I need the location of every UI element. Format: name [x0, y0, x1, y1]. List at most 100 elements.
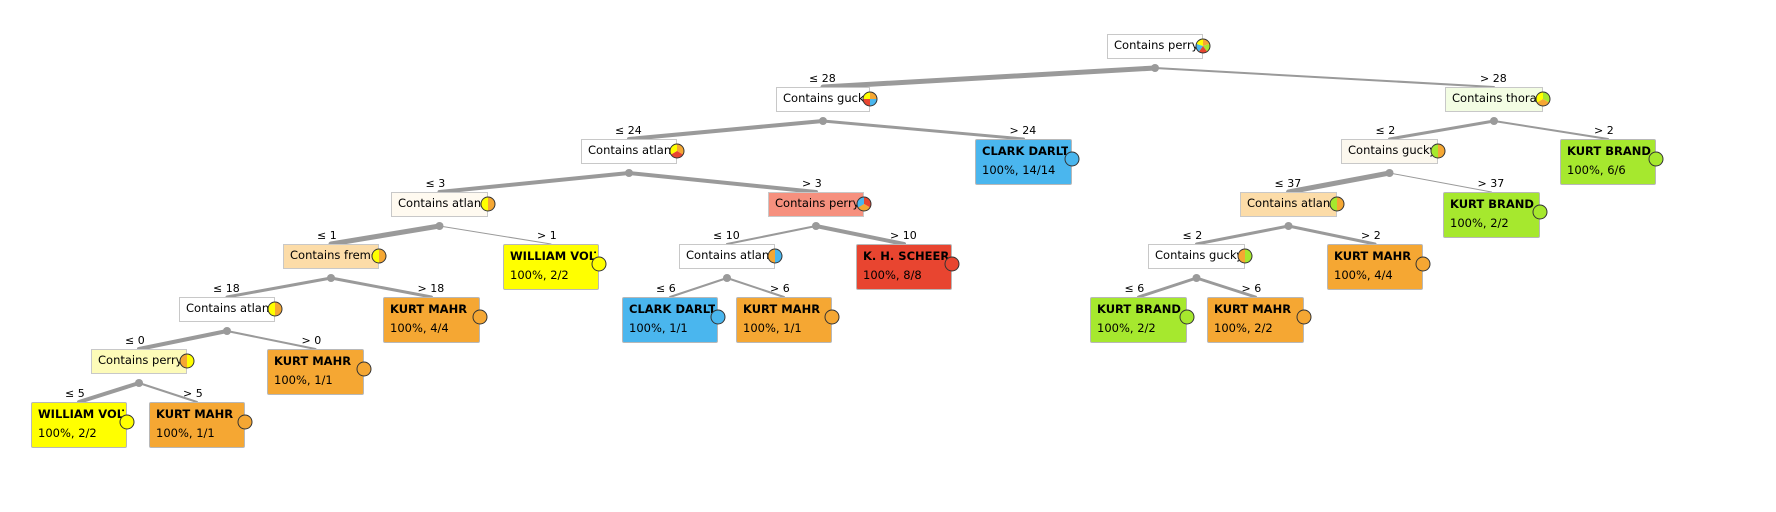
split-condition-label: Contains gucky	[1155, 248, 1244, 262]
leaf-node[interactable]: CLARK DARLTON100%, 14/14	[975, 139, 1072, 185]
split-condition-label: Contains gucky	[1348, 143, 1437, 157]
leaf-node[interactable]: CLARK DARLTON100%, 1/1	[622, 297, 718, 343]
edge-threshold-label: ≤ 6	[656, 282, 676, 295]
pie-outline	[179, 353, 195, 369]
leaf-node[interactable]: WILLIAM VOLTZ100%, 2/2	[503, 244, 599, 290]
split-junction-dot	[1385, 169, 1394, 177]
leaf-stats-label: 100%, 2/2	[1214, 321, 1273, 335]
tree-edge	[726, 277, 785, 298]
split-node[interactable]: Contains fremde	[283, 244, 379, 269]
edge-threshold-label: ≤ 24	[615, 124, 642, 137]
edge-threshold-label: > 1	[537, 229, 557, 242]
class-distribution-pie-icon	[1329, 196, 1345, 212]
class-distribution-pie-icon	[591, 256, 607, 272]
pie-outline	[1648, 151, 1664, 167]
leaf-stats-label: 100%, 2/2	[1097, 321, 1156, 335]
split-condition-label: Contains gucky	[783, 91, 870, 105]
tree-edge	[1286, 170, 1392, 195]
pie-slice	[863, 92, 870, 99]
pie-slice	[1203, 39, 1210, 46]
pie-outline	[944, 256, 960, 272]
pie-slice	[1330, 197, 1337, 211]
leaf-class-label: K. H. SCHEER	[863, 249, 949, 263]
leaf-node[interactable]: WILLIAM VOLTZ100%, 2/2	[31, 402, 127, 448]
pie-slice	[870, 92, 877, 99]
split-node[interactable]: Contains atlan	[1240, 192, 1337, 217]
pie-outline	[591, 256, 607, 272]
split-junction-dot	[1490, 117, 1498, 125]
pie-outline	[1179, 309, 1195, 325]
split-node[interactable]: Contains perry	[768, 192, 864, 217]
class-distribution-pie-icon	[710, 309, 726, 325]
edge-threshold-label: > 6	[770, 282, 790, 295]
pie-outline	[1296, 309, 1312, 325]
pie-slice	[1238, 249, 1245, 263]
leaf-stats-label: 100%, 6/6	[1567, 163, 1626, 177]
edge-threshold-label: > 18	[417, 282, 445, 295]
split-junction-dot	[327, 274, 335, 282]
pie-slice	[1337, 197, 1344, 211]
edge-threshold-label: ≤ 2	[1375, 124, 1396, 137]
leaf-class-label: KURT MAHR	[743, 302, 821, 316]
tree-edge	[226, 330, 317, 350]
class-distribution-pie-icon	[267, 301, 283, 317]
leaf-stats-label: 100%, 8/8	[863, 268, 922, 282]
pie-outline	[356, 361, 372, 377]
pie-outline	[862, 91, 878, 107]
leaf-class-label: KURT MAHR	[274, 354, 352, 368]
leaf-class-label: CLARK DARLTON	[982, 144, 1068, 158]
split-node[interactable]: Contains gucky	[1341, 139, 1438, 164]
leaf-node[interactable]: KURT BRAND 100%, 2/2	[1090, 297, 1187, 343]
edge-threshold-label: ≤ 18	[213, 282, 240, 295]
split-node[interactable]: Contains thora	[1445, 87, 1543, 112]
split-node[interactable]: Contains perry	[91, 349, 187, 374]
pie-outline	[371, 248, 387, 264]
class-distribution-pie-icon	[119, 414, 135, 430]
leaf-class-label: KURT BRAND	[1097, 302, 1181, 316]
pie-slice	[275, 302, 282, 316]
split-node[interactable]: Contains gucky	[776, 87, 870, 112]
split-node[interactable]: Contains perry	[1107, 34, 1203, 59]
split-node[interactable]: Contains gucky	[1148, 244, 1245, 269]
edge-threshold-label: ≤ 6	[1124, 282, 1145, 295]
split-node[interactable]: Contains atlan	[179, 297, 275, 322]
split-condition-label: Contains perry	[775, 196, 860, 210]
class-distribution-pie-icon	[1195, 38, 1211, 54]
split-node[interactable]: Contains atlan	[391, 192, 488, 217]
leaf-class-label: KURT MAHR	[1334, 249, 1412, 263]
leaf-class-label: KURT MAHR	[156, 407, 234, 421]
pie-outline	[1064, 151, 1080, 167]
split-junction-dot	[1284, 222, 1293, 230]
tree-edge	[1154, 67, 1495, 88]
edge-threshold-label: > 5	[183, 387, 203, 400]
split-condition-label: Contains perry	[98, 353, 183, 367]
pie-slice	[488, 197, 495, 211]
tree-edge	[627, 119, 825, 141]
leaf-class-label: CLARK DARLTON	[629, 302, 715, 316]
tree-edge	[820, 65, 1158, 90]
pie-slice	[945, 257, 959, 271]
split-node[interactable]: Contains atlan	[679, 244, 775, 269]
split-condition-label: Contains atlan	[186, 301, 270, 315]
edge-threshold-label: > 6	[1241, 282, 1262, 295]
split-node[interactable]: Contains atlan	[581, 139, 677, 164]
tree-edge	[669, 277, 728, 298]
leaf-class-label: KURT BRAND	[1450, 197, 1534, 211]
leaf-node[interactable]: K. H. SCHEER 100%, 8/8	[856, 244, 952, 290]
edge-threshold-label: ≤ 28	[809, 72, 836, 85]
pie-slice	[1431, 144, 1438, 158]
edge-threshold-label: > 37	[1477, 177, 1505, 190]
pie-slice	[592, 257, 606, 271]
edge-threshold-label: ≤ 2	[1182, 229, 1203, 242]
pie-outline	[237, 414, 253, 430]
edge-threshold-label: ≤ 1	[317, 229, 337, 242]
